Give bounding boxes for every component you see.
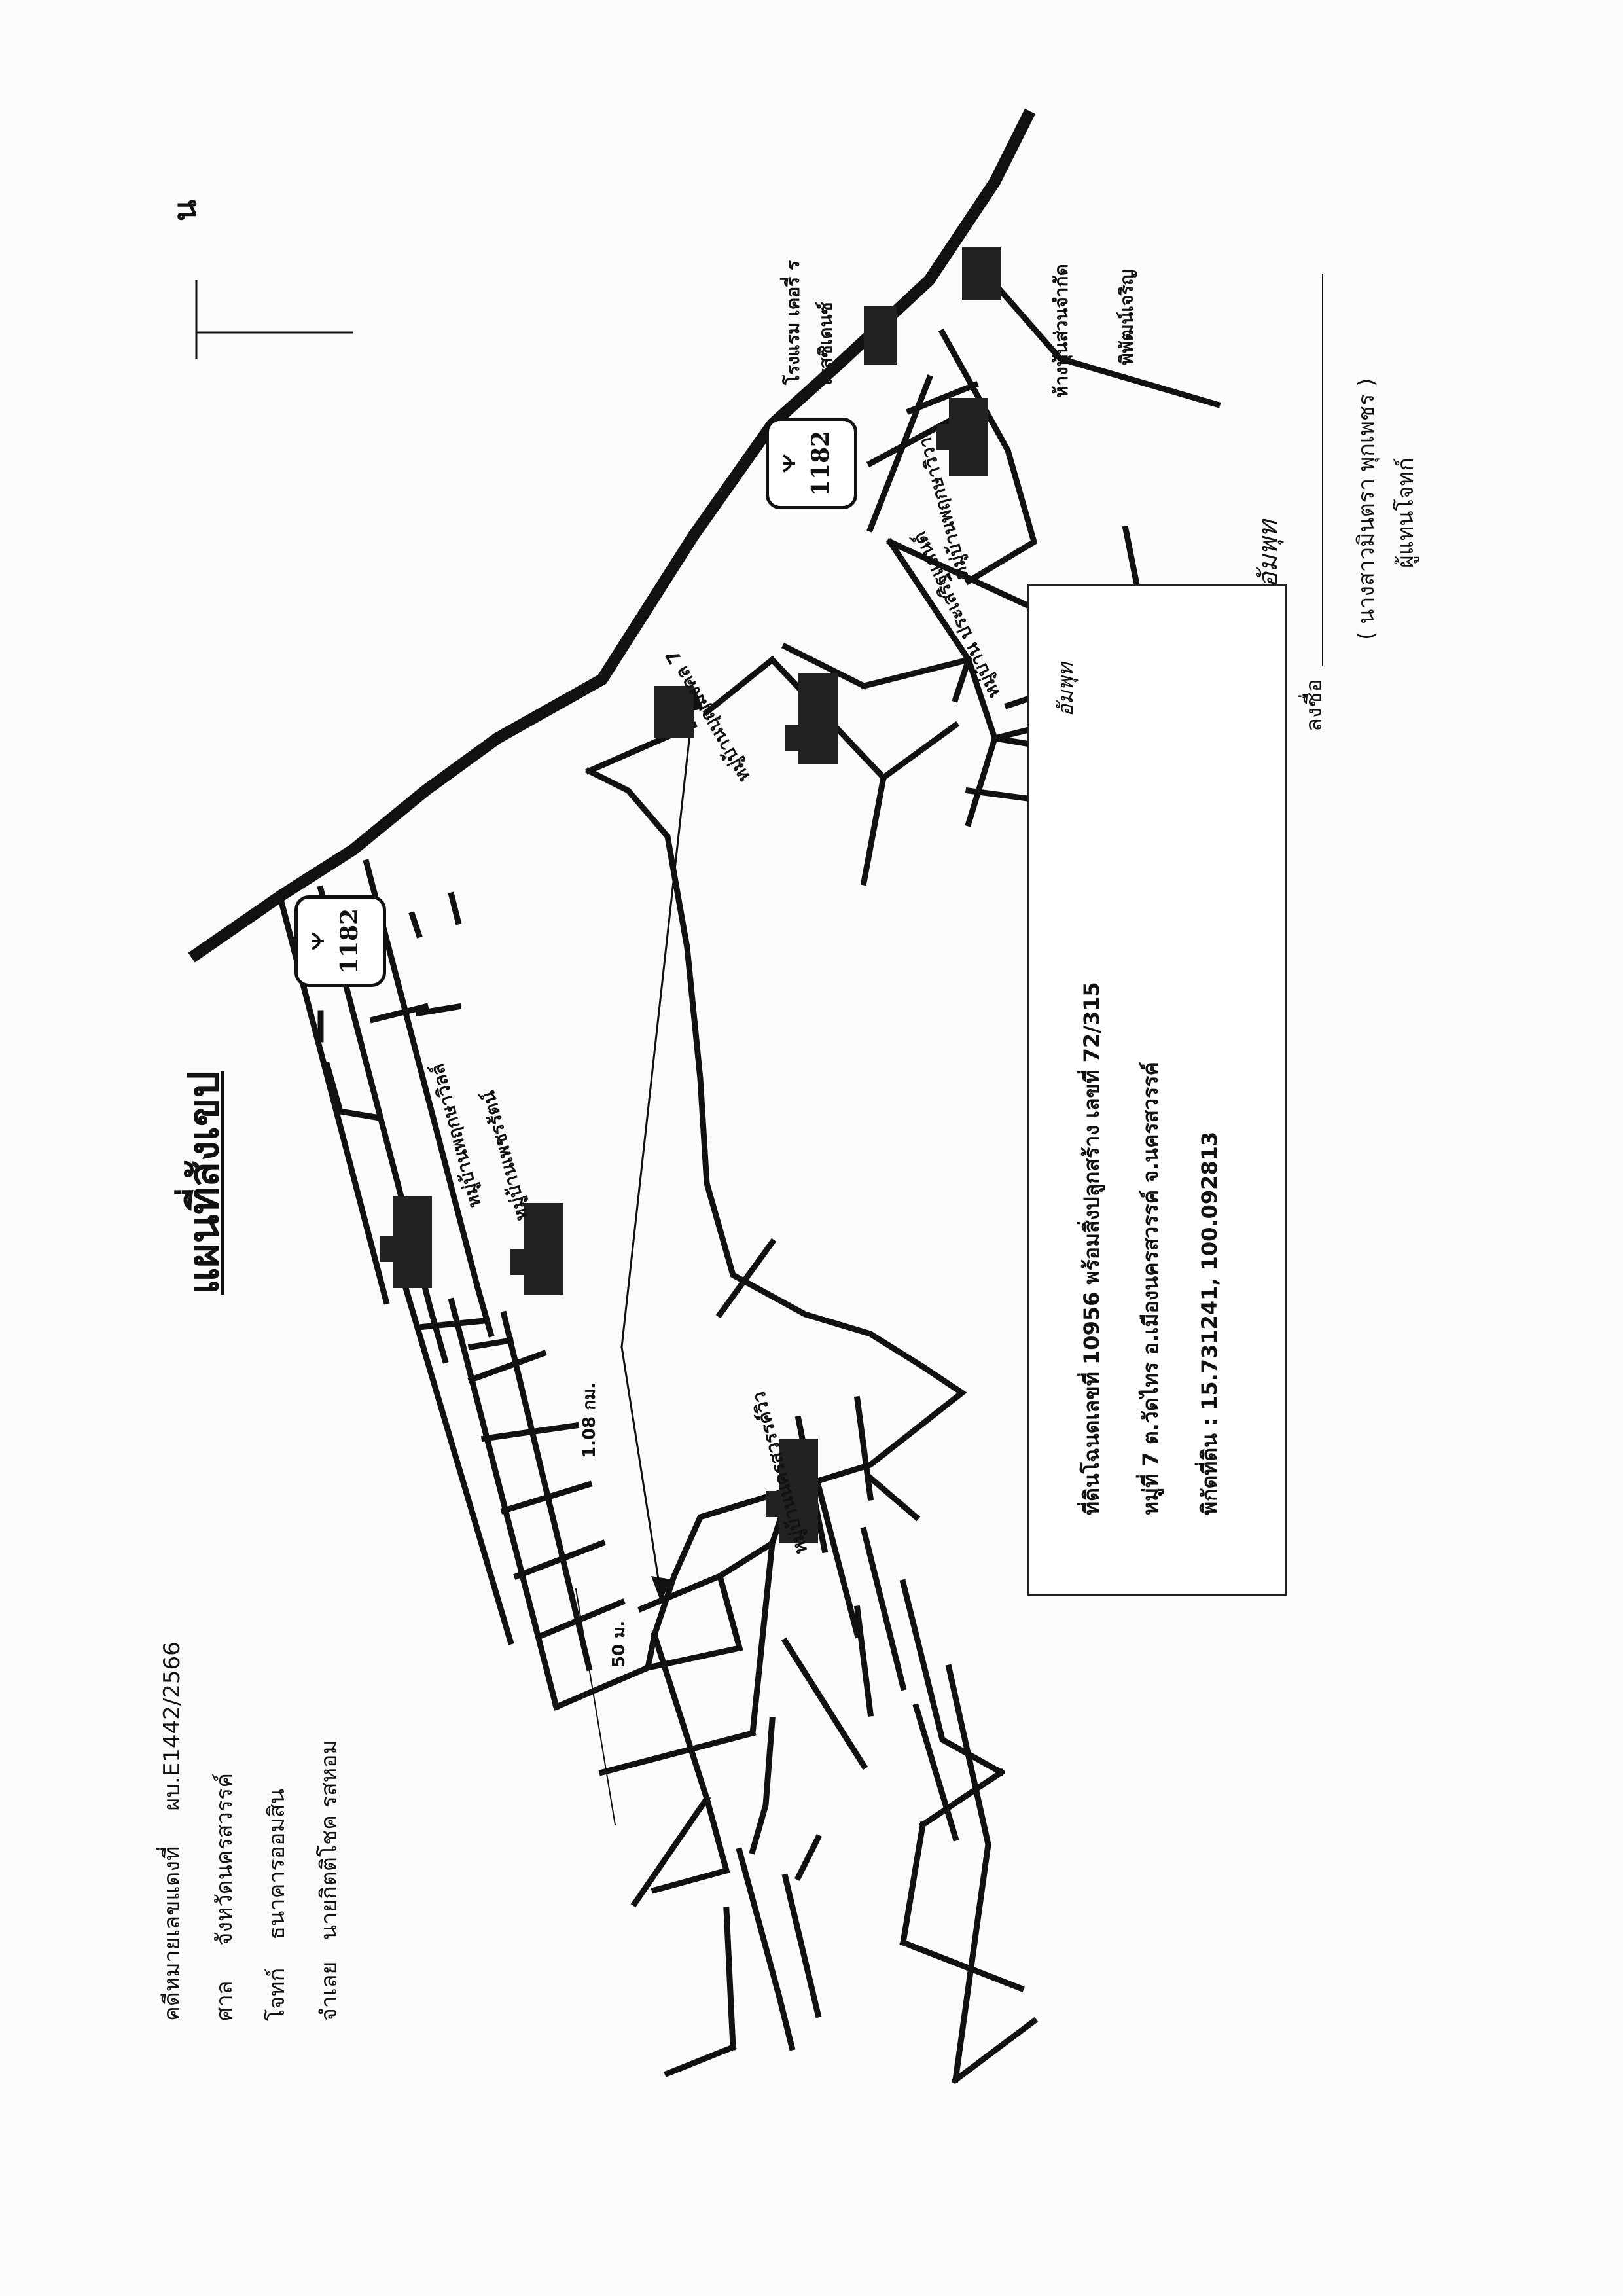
north-label: น xyxy=(167,200,204,221)
land-title: ที่ดินโฉนดเลขที่ 10956 พร้อมสิ่งปลูกสร้า… xyxy=(1079,982,1104,1515)
signature-mark: อัมพุท xyxy=(1053,662,1078,717)
route-emblem-icon xyxy=(311,932,324,950)
court-value: จังหวัดนครสวรรค์ xyxy=(211,1772,238,1946)
case-number: คดีหมายเลขแดงที่ ผบ.E1442/2566 xyxy=(154,1641,189,2021)
address: หมู่ที่ 7 ต.วัดไทร อ.เมืองนครสวรรค์ จ.นค… xyxy=(1138,1062,1163,1515)
property-info-box: อัมพุท ที่ดินโฉนดเลขที่ 10956 พร้อมสิ่งป… xyxy=(1027,584,1287,1596)
defendant-value: นายกิตติโชค รสหอม xyxy=(316,1740,342,1941)
signer-name: ( นางสาวมินตรา พุกเพชร ) xyxy=(1353,378,1380,640)
highway-1182 xyxy=(188,108,1036,963)
route-shield-1182-west: 1182 xyxy=(294,895,386,987)
route-emblem-icon xyxy=(782,454,795,473)
signer-role: ผู้แทนโจทก์ xyxy=(1393,457,1419,568)
distance-label-2: 50 ม. xyxy=(609,1620,629,1668)
north-arrow xyxy=(195,280,353,359)
defendant: จำเลย นายกิตติโชค รสหอม xyxy=(311,1740,346,2021)
route-number: 1182 xyxy=(336,908,363,975)
hotel-label-2: เรสซิเดนซ์ xyxy=(815,302,836,385)
hotel-label: โรงแรม เคอรี่ ร xyxy=(782,260,804,385)
signature-label: ลงชื่อ xyxy=(1301,679,1327,732)
route-number: 1182 xyxy=(807,430,834,497)
coordinates: พิกัดที่ดิน : 15.731241, 100.092813 xyxy=(1197,1131,1222,1515)
defendant-label: จำเลย xyxy=(316,1961,342,2021)
plaintiff: โจทก์ ธนาคารออมสิน xyxy=(259,1789,294,2021)
store-label-2: พิพัฒน์เจริญ xyxy=(1116,269,1137,365)
signature-line xyxy=(1322,274,1323,666)
court: ศาล จังหวัดนครสวรรค์ xyxy=(206,1773,241,2021)
case-label: คดีหมายเลขแดงที่ xyxy=(159,1846,185,2021)
court-label: ศาล xyxy=(211,1981,238,2021)
signature-mark: อัมพุท xyxy=(1253,520,1283,588)
distance-arrow xyxy=(620,698,695,1348)
plaintiff-label: โจทก์ xyxy=(264,1967,290,2021)
plaintiff-value: ธนาคารออมสิน xyxy=(264,1789,290,1940)
map-title: แผนที่สังเขป xyxy=(180,1071,228,1295)
distance-label-1: 1.08 กม. xyxy=(580,1382,599,1458)
case-number-value: ผบ.E1442/2566 xyxy=(159,1641,185,1811)
store-label: ห้างหุ้นส่วนจำกัด xyxy=(1050,264,1072,398)
route-shield-1182-east: 1182 xyxy=(766,418,857,509)
